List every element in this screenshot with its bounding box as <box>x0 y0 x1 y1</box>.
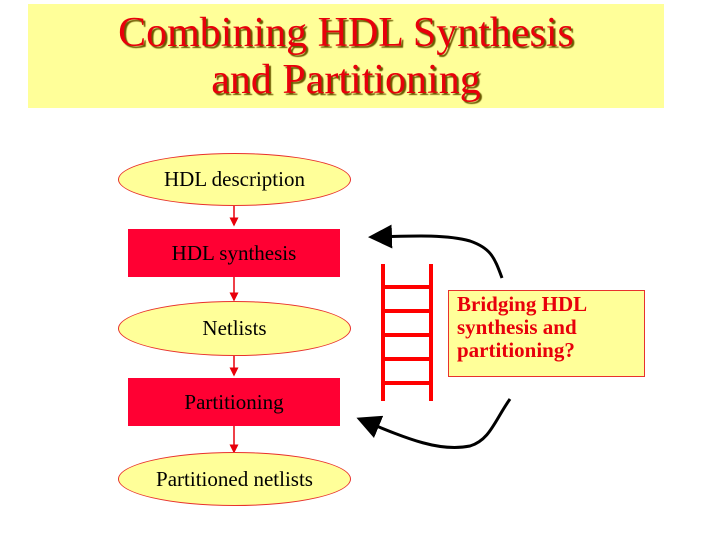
callout-line-3: partitioning? <box>457 338 575 362</box>
node-netlists: Netlists <box>118 301 351 356</box>
node-label: HDL synthesis <box>171 240 297 265</box>
curved-arrow-up-icon <box>368 224 504 279</box>
bridging-callout: Bridging HDL synthesis and partitioning? <box>448 290 645 377</box>
callout-line-2: synthesis and <box>457 315 577 339</box>
curved-arrow-down-icon <box>356 398 512 450</box>
slide-title-line-1: Combining HDL Synthesis <box>118 10 574 56</box>
ladder-icon <box>381 264 433 401</box>
callout-line-1: Bridging HDL <box>457 292 588 316</box>
node-label: Netlists <box>202 316 267 340</box>
node-label: Partitioned netlists <box>156 466 313 491</box>
slide-title-line-2: and Partitioning <box>211 57 481 103</box>
node-partitioned-netlists: Partitioned netlists <box>118 452 351 506</box>
node-partitioning: Partitioning <box>128 378 340 426</box>
node-hdl-synthesis: HDL synthesis <box>128 229 340 277</box>
node-label: Partitioning <box>184 389 284 414</box>
node-label: HDL description <box>164 167 305 191</box>
title-box: Combining HDL Synthesis and Partitioning <box>28 4 664 108</box>
node-hdl-description: HDL description <box>118 153 351 206</box>
